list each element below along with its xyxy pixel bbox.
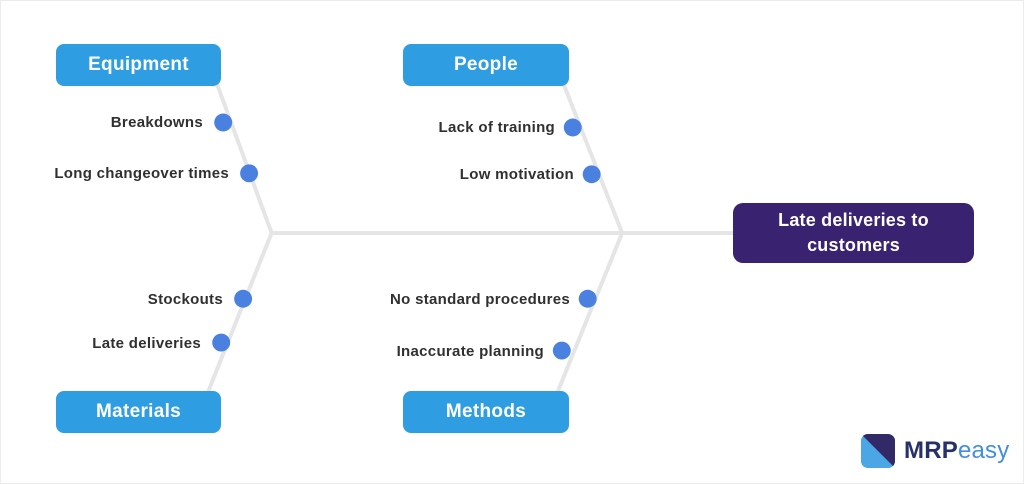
- effect-label: Late deliveries to customers: [778, 210, 929, 255]
- cause-label-late-deliveries: Late deliveries: [92, 335, 201, 352]
- cause-dot-stockouts: [234, 289, 253, 308]
- cause-label-low-motivation: Low motivation: [459, 166, 574, 183]
- category-box-materials: Materials: [56, 391, 221, 433]
- cause-dot-long-changeover-times: [240, 164, 259, 183]
- category-label-people: People: [453, 54, 519, 75]
- cause-dot-lack-of-training: [563, 118, 582, 137]
- branch-people-line: [561, 83, 625, 235]
- category-box-people: People: [403, 44, 569, 86]
- cause-label-inaccurate-planning: Inaccurate planning: [396, 343, 544, 360]
- branch-methods-line: [555, 231, 625, 393]
- cause-dot-breakdowns: [214, 113, 233, 132]
- cause-label-no-standard-procedures: No standard procedures: [390, 291, 570, 308]
- cause-dot-late-deliveries: [212, 333, 231, 352]
- category-label-methods: Methods: [445, 401, 527, 422]
- branch-equipment-line: [215, 83, 274, 235]
- mrpeasy-logo-icon: [861, 434, 895, 468]
- logo-brand-secondary: easy: [957, 437, 1010, 464]
- cause-label-stockouts: Stockouts: [147, 291, 223, 308]
- branch-materials-line: [206, 231, 274, 393]
- category-box-equipment: Equipment: [56, 44, 221, 86]
- cause-label-lack-of-training: Lack of training: [438, 119, 555, 136]
- category-box-methods: Methods: [403, 391, 569, 433]
- cause-dot-inaccurate-planning: [552, 341, 571, 360]
- category-label-materials: Materials: [95, 401, 182, 422]
- cause-dot-low-motivation: [582, 165, 601, 184]
- category-label-equipment: Equipment: [88, 54, 189, 75]
- cause-label-long-changeover-times: Long changeover times: [54, 165, 229, 182]
- cause-dot-no-standard-procedures: [578, 289, 597, 308]
- cause-label-breakdowns: Breakdowns: [110, 114, 203, 131]
- effect-box: Late deliveries to customers: [733, 203, 974, 263]
- logo-brand-primary: MRP: [904, 437, 958, 464]
